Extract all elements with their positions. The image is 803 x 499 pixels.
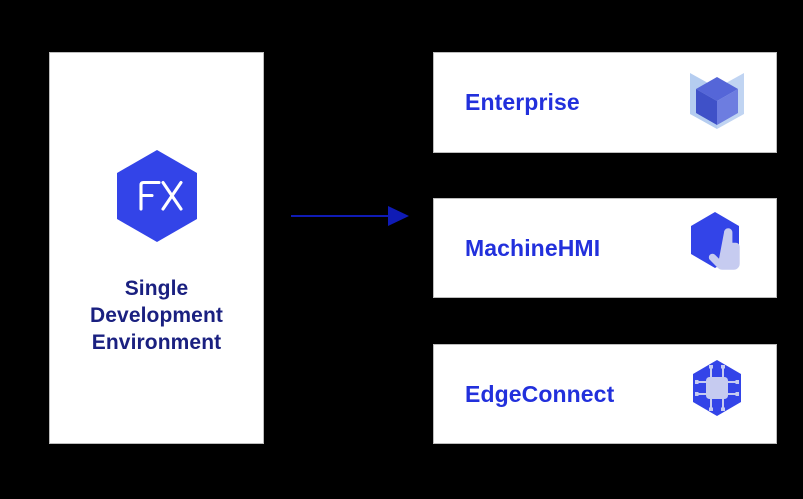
product-label: EdgeConnect bbox=[465, 380, 615, 407]
right-arrow-icon bbox=[291, 203, 409, 229]
product-label: MachineHMI bbox=[465, 234, 601, 261]
edgeconnect-chip-icon bbox=[686, 358, 748, 430]
single-development-environment-panel[interactable]: Single Development Environment bbox=[49, 52, 264, 444]
product-card-machinehmi[interactable]: MachineHMI bbox=[433, 198, 777, 298]
product-card-edgeconnect[interactable]: EdgeConnect bbox=[433, 344, 777, 444]
panel-caption: Single Development Environment bbox=[90, 277, 223, 354]
enterprise-cube-icon bbox=[686, 67, 748, 139]
product-card-enterprise[interactable]: Enterprise bbox=[433, 52, 777, 153]
machinehmi-hand-icon bbox=[686, 212, 748, 284]
fx-hexagon-logo-icon bbox=[115, 149, 199, 243]
product-label: Enterprise bbox=[465, 89, 580, 115]
